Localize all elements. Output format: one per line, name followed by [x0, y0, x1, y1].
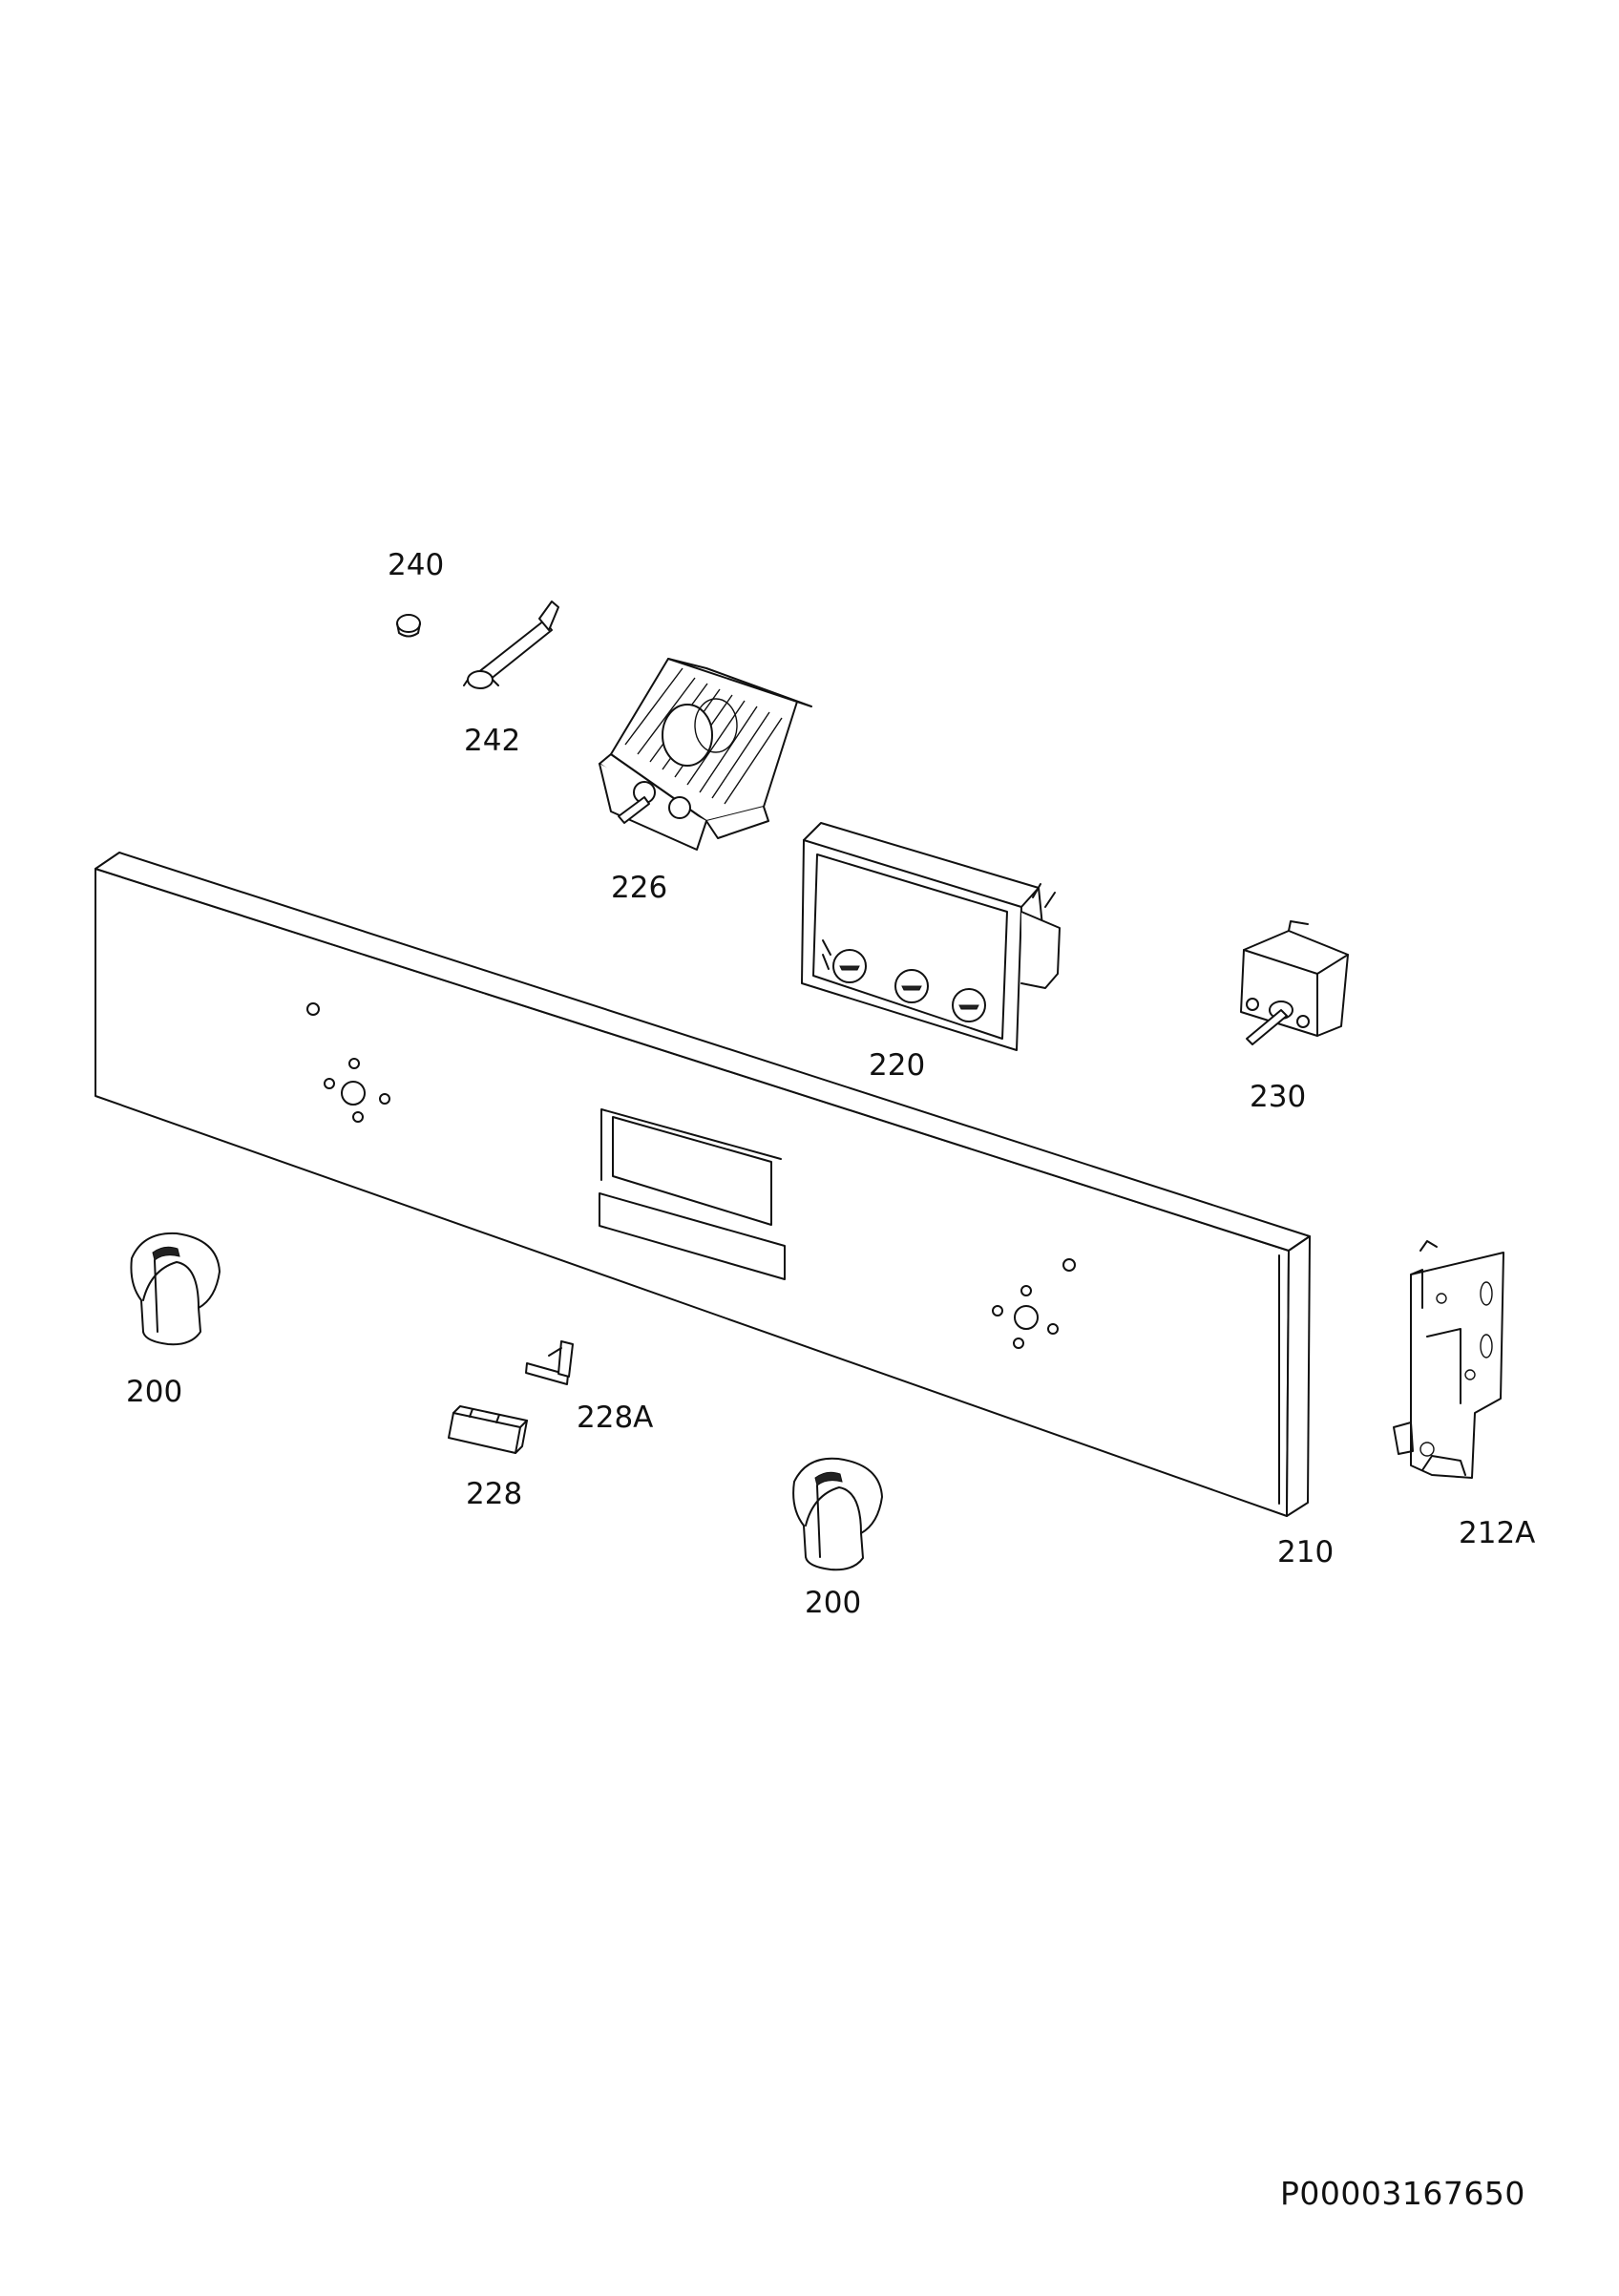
part-228-button — [448, 1405, 528, 1454]
part-label-212A: 212A — [1459, 1516, 1536, 1550]
part-label-220: 220 — [869, 1048, 926, 1083]
part-240-cap — [396, 614, 421, 638]
part-label-200-bottom: 200 — [805, 1586, 862, 1620]
part-230-switch — [1240, 920, 1349, 1045]
part-212A-bracket — [1393, 1240, 1504, 1479]
part-200-knob-bottom — [792, 1457, 883, 1571]
document-number: P00003167650 — [1280, 2175, 1525, 2212]
part-label-230: 230 — [1250, 1080, 1307, 1114]
part-label-200-left: 200 — [126, 1375, 183, 1409]
part-label-240: 240 — [388, 548, 445, 582]
part-label-242: 242 — [464, 724, 521, 758]
part-200-knob-left — [130, 1232, 221, 1346]
part-label-210: 210 — [1277, 1535, 1335, 1569]
part-242-sensor — [463, 600, 559, 689]
part-210-control-panel — [95, 852, 1311, 1517]
part-220-timer-module — [801, 822, 1061, 1051]
part-226-selector-switch — [599, 658, 812, 851]
part-228A-light-pipe — [525, 1340, 574, 1385]
part-label-228: 228 — [466, 1477, 523, 1511]
part-label-228A: 228A — [577, 1401, 654, 1435]
part-label-226: 226 — [611, 871, 668, 905]
